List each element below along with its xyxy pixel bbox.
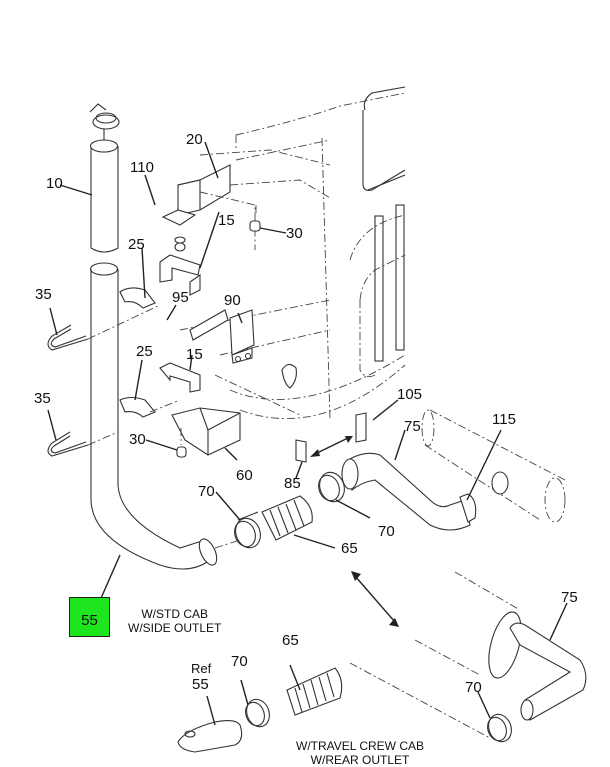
flex-hose-65-upper[interactable] — [261, 495, 313, 541]
callout-30-lower[interactable]: 30 — [129, 431, 146, 448]
callout-75-upper[interactable]: 75 — [404, 418, 421, 435]
callout-115[interactable]: 115 — [492, 411, 516, 428]
highlighted-part-55[interactable]: 55 — [69, 597, 110, 637]
callout-70-lower-right[interactable]: 70 — [465, 679, 482, 696]
callout-60[interactable]: 60 — [236, 467, 253, 484]
bracket-85[interactable] — [295, 439, 307, 463]
spacer-30-upper[interactable] — [249, 205, 261, 232]
callout-110[interactable]: 110 — [130, 159, 154, 176]
note-crew-cab-line1: W/TRAVEL CREW CAB — [296, 739, 425, 753]
bracket-90[interactable] — [229, 309, 255, 364]
callout-15-upper[interactable]: 15 — [218, 212, 235, 229]
tailpipe-75-lower[interactable] — [509, 622, 587, 721]
callout-55-ref[interactable]: 55 — [192, 676, 209, 693]
callout-ref-label: Ref — [191, 661, 212, 676]
u-bolt-35-upper[interactable] — [47, 324, 89, 351]
callout-65-upper[interactable]: 65 — [341, 540, 358, 557]
callout-15-lower[interactable]: 15 — [186, 346, 203, 363]
centerline — [349, 662, 491, 739]
exhaust-pipe-55[interactable] — [89, 262, 241, 570]
callout-105[interactable]: 105 — [397, 386, 423, 403]
exhaust-stack-upper[interactable] — [89, 103, 120, 253]
callout-70-left[interactable]: 70 — [198, 483, 215, 500]
bracket-15-lower[interactable] — [159, 362, 201, 393]
note-std-cab-line1: W/STD CAB — [141, 607, 208, 621]
bracket-15-upper[interactable] — [159, 254, 201, 296]
note-crew-cab: W/TRAVEL CREW CAB W/REAR OUTLET — [296, 739, 424, 767]
callout-25-upper[interactable]: 25 — [128, 236, 145, 253]
callout-85[interactable]: 85 — [284, 475, 301, 492]
centerline — [87, 431, 119, 446]
callout-70-right[interactable]: 70 — [378, 523, 395, 540]
bracket-20[interactable] — [161, 164, 256, 252]
cab-outline — [179, 86, 406, 421]
callout-20[interactable]: 20 — [186, 131, 203, 148]
clamp-pad-25-upper[interactable] — [119, 287, 156, 309]
clamp-70-d[interactable] — [484, 711, 515, 745]
note-crew-cab-line2: W/REAR OUTLET — [310, 753, 410, 767]
callout-90[interactable]: 90 — [224, 292, 241, 309]
clamp-pad-25-lower[interactable] — [119, 396, 156, 418]
direction-arrow-middle — [351, 571, 399, 627]
muffler-upper[interactable] — [421, 409, 566, 523]
callout-65-lower[interactable]: 65 — [282, 632, 299, 649]
callout-25-lower[interactable]: 25 — [136, 343, 153, 360]
callout-95[interactable]: 95 — [172, 289, 189, 306]
tailpipe-75-upper[interactable] — [341, 452, 471, 531]
centerline — [149, 399, 181, 413]
bracket-60[interactable] — [171, 407, 241, 456]
direction-arrow-upper — [310, 436, 353, 457]
spacer-30-lower[interactable] — [176, 428, 187, 458]
clamp-70-c[interactable] — [242, 696, 273, 730]
highlighted-part-55-label: 55 — [81, 612, 98, 629]
centerline — [87, 304, 161, 340]
u-bolt-35-lower[interactable] — [47, 431, 89, 457]
callout-10[interactable]: 10 — [46, 175, 63, 192]
callout-30-upper[interactable]: 30 — [286, 225, 303, 242]
exhaust-pipe-55-ref — [177, 719, 243, 753]
clamp-115[interactable] — [459, 493, 477, 523]
callout-75-lower[interactable]: 75 — [561, 589, 578, 606]
flex-hose-65-lower[interactable] — [286, 667, 343, 716]
plate-95[interactable] — [189, 309, 229, 341]
note-std-cab: W/STD CAB W/SIDE OUTLET — [128, 607, 221, 635]
note-std-cab-line2: W/SIDE OUTLET — [128, 621, 222, 635]
leader-lines — [47, 141, 568, 726]
callout-35-upper[interactable]: 35 — [35, 286, 52, 303]
clamp-70-a[interactable] — [231, 511, 264, 551]
callout-35-lower[interactable]: 35 — [34, 390, 51, 407]
callout-70-lower-left[interactable]: 70 — [231, 653, 248, 670]
bracket-105[interactable] — [355, 412, 367, 443]
